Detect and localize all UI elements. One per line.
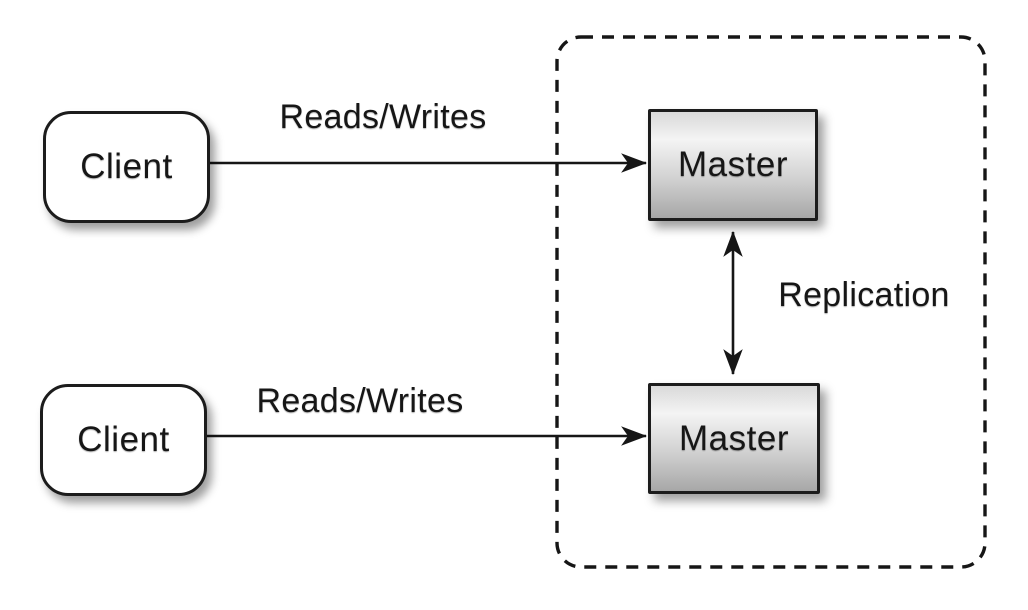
master-top-node: Master xyxy=(648,109,818,221)
reads-writes-bottom-label: Reads/Writes xyxy=(256,382,464,420)
replication-label: Replication xyxy=(778,276,950,314)
client-bottom-node: Client xyxy=(40,384,207,496)
client-bottom-label: Client xyxy=(77,420,170,459)
master-top-label: Master xyxy=(678,145,788,184)
master-bottom-node: Master xyxy=(648,383,820,494)
replication-boundary xyxy=(555,35,987,569)
client-top-node: Client xyxy=(43,111,210,223)
client-top-label: Client xyxy=(80,147,173,186)
master-bottom-label: Master xyxy=(679,418,789,458)
reads-writes-top-label: Reads/Writes xyxy=(279,98,487,136)
